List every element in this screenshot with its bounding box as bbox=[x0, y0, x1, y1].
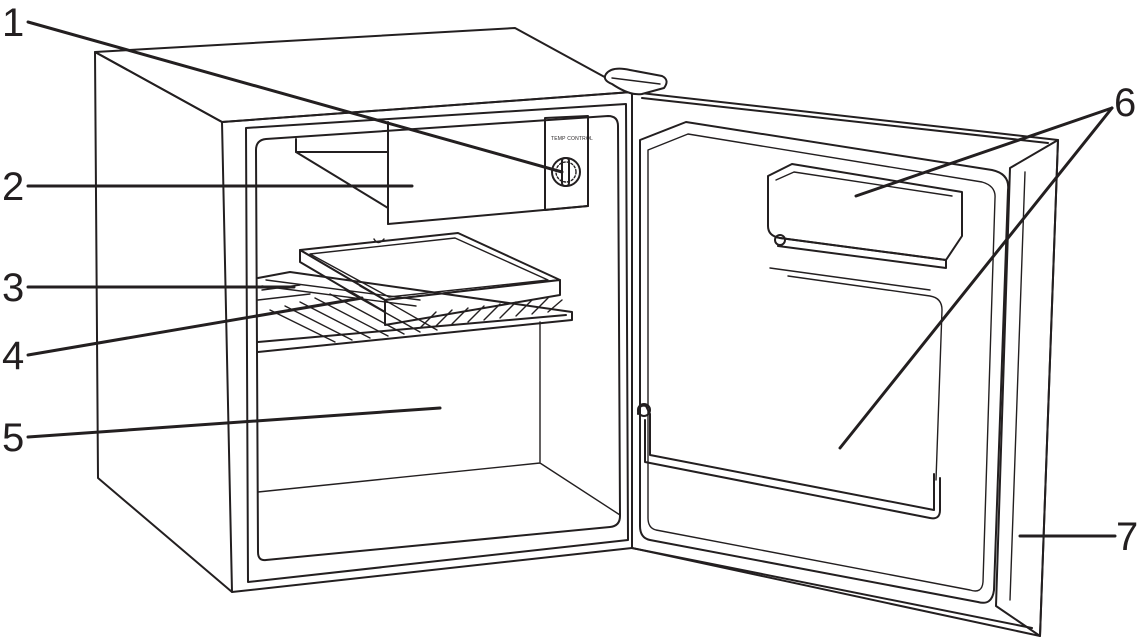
leader-1 bbox=[26, 20, 564, 174]
freezer-compartment bbox=[295, 121, 589, 225]
leader-6b bbox=[838, 106, 1114, 450]
thermostat-dial[interactable] bbox=[551, 157, 581, 187]
callout-6: 6 bbox=[1114, 81, 1136, 125]
callout-1: 1 bbox=[2, 1, 24, 45]
callout-3: 3 bbox=[2, 266, 24, 310]
leader-6a bbox=[854, 106, 1114, 198]
door bbox=[603, 67, 1059, 637]
thermostat-label: TEMP CONTROL bbox=[551, 136, 593, 142]
callout-2: 2 bbox=[2, 165, 24, 209]
callout-5: 5 bbox=[2, 416, 24, 460]
callout-leaders bbox=[26, 20, 1117, 538]
leader-5 bbox=[26, 406, 442, 439]
door-shelf-divider bbox=[769, 267, 943, 481]
cabinet bbox=[94, 27, 633, 593]
door-bin-upper bbox=[767, 163, 963, 269]
callout-numbers: 1 2 3 4 5 6 7 bbox=[2, 1, 1138, 559]
callout-4: 4 bbox=[2, 334, 24, 378]
leader-4 bbox=[26, 296, 364, 357]
thermostat-panel: TEMP CONTROL bbox=[544, 115, 593, 211]
door-bin-lower bbox=[637, 403, 941, 520]
callout-7: 7 bbox=[1116, 515, 1138, 559]
